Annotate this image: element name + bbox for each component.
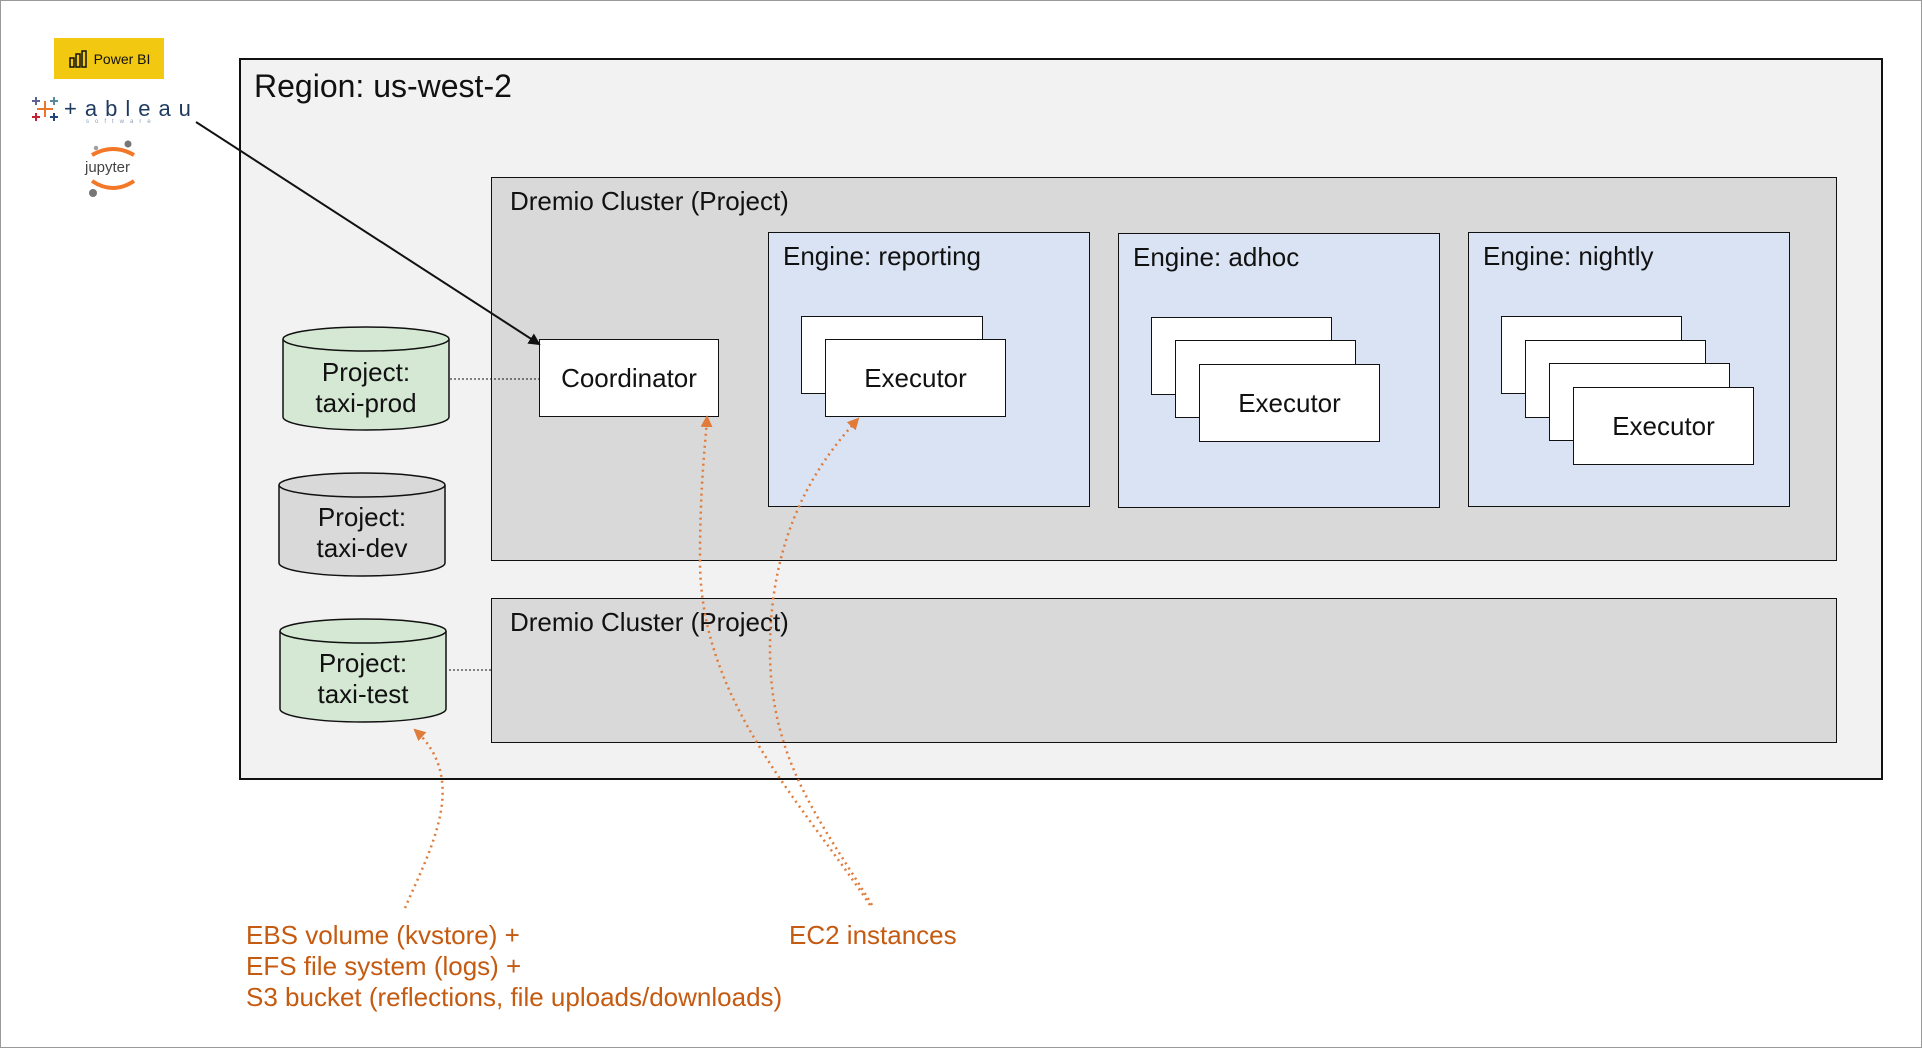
engine-title-adhoc: Engine: adhoc — [1133, 242, 1300, 272]
dremio-cluster-test — [491, 598, 1837, 743]
powerbi-bars-icon — [68, 49, 87, 68]
engine-title-reporting: Engine: reporting — [783, 241, 982, 271]
project-label-prod: Project: taxi-prod — [280, 357, 452, 419]
executor-node-nightly: Executor — [1573, 387, 1754, 465]
tableau-logo-subtext: software — [86, 119, 157, 125]
cluster-title-prod: Dremio Cluster (Project) — [510, 186, 789, 216]
tableau-logo-text: +ableau — [64, 96, 199, 121]
project-database-icon — [279, 618, 447, 723]
project-label-name: taxi-prod — [315, 388, 417, 418]
tableau-cross-icon — [32, 97, 58, 121]
jupyter-logo-icon — [89, 140, 136, 197]
project-label-dev: Project: taxi-dev — [276, 502, 448, 564]
project-database-icon — [278, 472, 446, 577]
jupyter-logo-text: jupyter — [85, 159, 131, 176]
storage-to-project-arrow — [403, 728, 444, 909]
coordinator-node: Coordinator — [539, 339, 719, 417]
executor-node-adhoc: Executor — [1199, 364, 1380, 442]
project-label-line: Project: — [318, 648, 408, 678]
storage-annotation-line: EBS volume (kvstore) + — [246, 920, 520, 950]
executor-node-reporting: Executor — [825, 339, 1006, 417]
project-label-name: taxi-dev — [316, 533, 408, 563]
engine-title-nightly: Engine: nightly — [1483, 241, 1654, 271]
project-database-icon — [282, 326, 450, 431]
powerbi-logo: Power BI — [54, 38, 164, 79]
project-label-test: Project: taxi-test — [277, 648, 449, 710]
region-title: Region: us-west-2 — [254, 68, 512, 104]
cluster-title-test: Dremio Cluster (Project) — [510, 607, 789, 637]
storage-annotation-line: S3 bucket (reflections, file uploads/dow… — [246, 982, 783, 1012]
bi-to-coordinator-arrow — [195, 121, 541, 346]
ec2-to-coordinator-arrow — [698, 415, 872, 906]
powerbi-logo-text: Power BI — [93, 50, 151, 67]
storage-annotation-line: EFS file system (logs) + — [246, 951, 522, 981]
project-label-line: Project: — [321, 357, 411, 387]
ec2-to-executor-arrow — [768, 417, 874, 906]
project-label-line: Project: — [317, 502, 407, 532]
compute-annotation: EC2 instances — [789, 920, 957, 950]
storage-annotation: EBS volume (kvstore) + EFS file system (… — [246, 920, 782, 1013]
project-label-name: taxi-test — [317, 679, 409, 709]
